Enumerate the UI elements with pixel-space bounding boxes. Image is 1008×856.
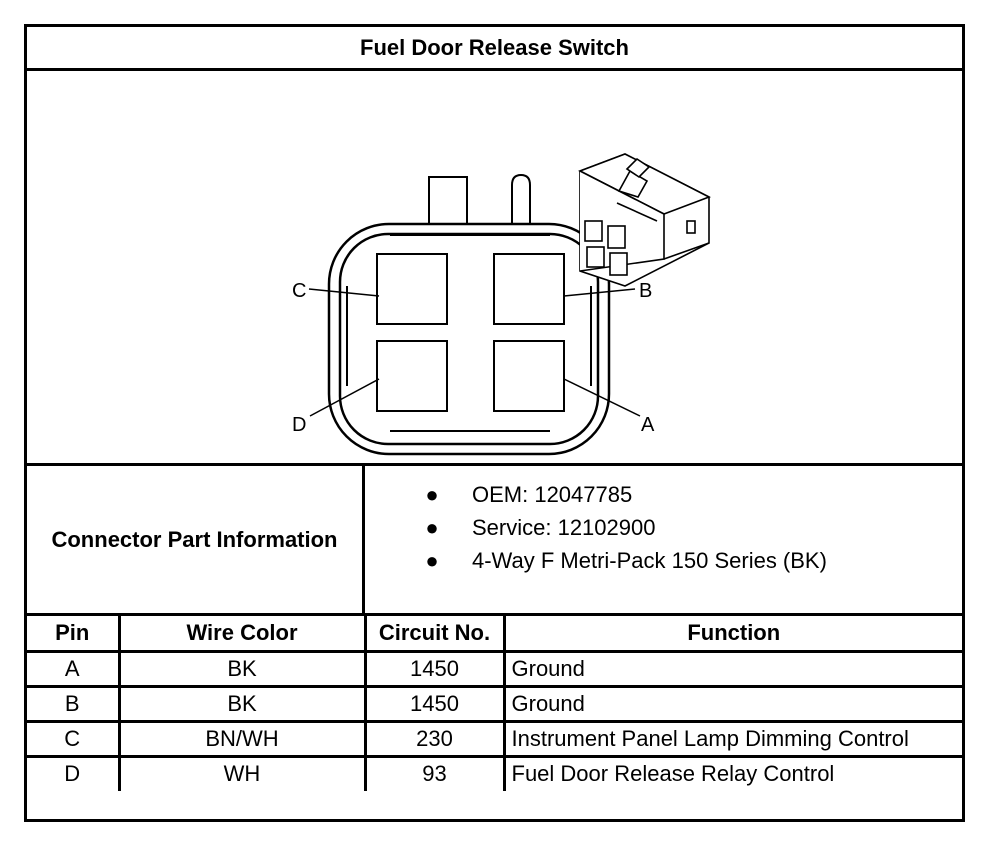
header-pin: Pin <box>27 616 121 653</box>
cavity-b <box>493 253 565 325</box>
cell-circuit-no: 1450 <box>363 684 506 723</box>
connector-info-label: Connector Part Information <box>27 466 365 613</box>
bullet-icon: ● <box>425 515 439 540</box>
table-row: C BN/WH 230 Instrument Panel Lamp Dimmin… <box>27 719 962 758</box>
cell-pin: D <box>27 754 121 791</box>
connector-sheet: Fuel Door Release Switch C B <box>24 24 965 822</box>
cell-wire-color: WH <box>117 754 367 791</box>
table-row: A BK 1450 Ground <box>27 649 962 688</box>
bullet-icon: ● <box>425 482 439 507</box>
leader-line-b <box>563 288 636 297</box>
leader-line-a <box>563 378 641 417</box>
info-item-text: 4-Way F Metri-Pack 150 Series (BK) <box>472 548 827 573</box>
cavity-d <box>376 340 448 412</box>
cell-function: Fuel Door Release Relay Control <box>502 754 962 791</box>
cavity-a <box>493 340 565 412</box>
leader-line-d <box>309 378 380 417</box>
pin-label-a: A <box>641 414 655 436</box>
info-item-text: Service: 12102900 <box>472 515 656 540</box>
info-item-text: OEM: 12047785 <box>472 482 633 507</box>
connector-info-list: ● OEM: 12047785 ● Service: 12102900 ● 4-Way… <box>422 478 827 577</box>
connector-diagram: C B D A <box>27 71 962 466</box>
header-function: Function <box>502 616 962 653</box>
cell-function: Instrument Panel Lamp Dimming Control <box>502 719 962 758</box>
pin-table: Pin Wire Color Circuit No. Function A BK… <box>27 616 962 791</box>
pin-table-header: Pin Wire Color Circuit No. Function <box>27 616 962 653</box>
header-circuit-no: Circuit No. <box>363 616 506 653</box>
header-wire-color: Wire Color <box>117 616 367 653</box>
page-title: Fuel Door Release Switch <box>27 27 962 71</box>
cell-circuit-no: 230 <box>363 719 506 758</box>
pin-label-c: C <box>292 280 306 302</box>
cell-wire-color: BN/WH <box>117 719 367 758</box>
bullet-icon: ● <box>425 548 439 573</box>
table-row: B BK 1450 Ground <box>27 684 962 723</box>
cell-pin: C <box>27 719 121 758</box>
table-row: D WH 93 Fuel Door Release Relay Control <box>27 754 962 791</box>
info-item-oem: ● OEM: 12047785 <box>422 478 827 511</box>
cell-wire-color: BK <box>117 684 367 723</box>
connector-face-drawing: C B D A <box>292 153 711 456</box>
info-item-series: ● 4-Way F Metri-Pack 150 Series (BK) <box>422 544 827 577</box>
cell-wire-color: BK <box>117 649 367 688</box>
connector-part-info: Connector Part Information ● OEM: 1204778… <box>27 466 962 616</box>
cell-function: Ground <box>502 684 962 723</box>
cell-function: Ground <box>502 649 962 688</box>
cell-circuit-no: 1450 <box>363 649 506 688</box>
info-item-service: ● Service: 12102900 <box>422 511 827 544</box>
cell-circuit-no: 93 <box>363 754 506 791</box>
pin-label-d: D <box>292 414 306 436</box>
cavity-c <box>376 253 448 325</box>
connector-isometric-icon <box>578 153 711 287</box>
connector-housing-outer <box>327 222 611 456</box>
cell-pin: A <box>27 649 121 688</box>
pin-label-b: B <box>639 280 652 302</box>
leader-line-c <box>308 288 380 297</box>
cell-pin: B <box>27 684 121 723</box>
